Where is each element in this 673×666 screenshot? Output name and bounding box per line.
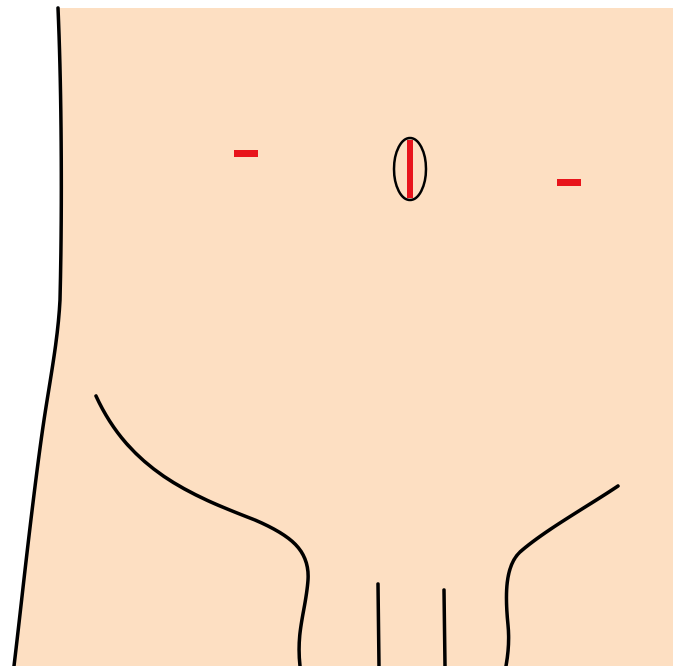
genital-right-line (444, 590, 445, 666)
right-port-incision (557, 179, 581, 186)
torso-skin (14, 8, 673, 666)
genital-left-line (378, 584, 379, 666)
left-port-incision (234, 150, 258, 157)
umbilical-incision (407, 140, 413, 198)
